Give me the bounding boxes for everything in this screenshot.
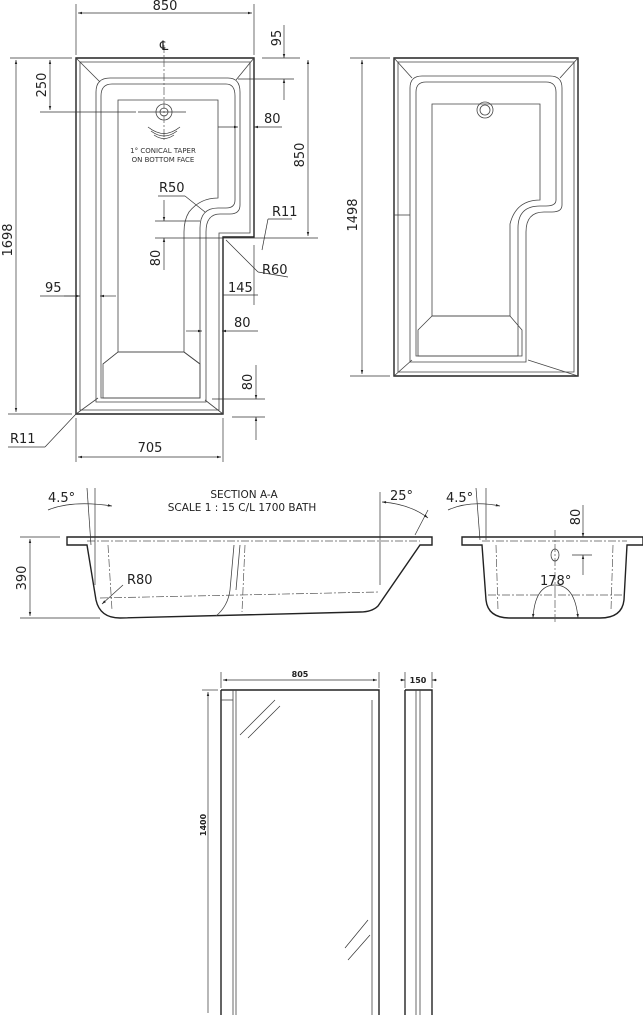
plan-view-underside: 1498 <box>346 57 579 377</box>
centerline-symbol: ℄ <box>159 39 169 54</box>
taper-note-line-1: 1° CONICAL TAPER <box>130 147 196 155</box>
angle-right-25: 25° <box>390 489 413 504</box>
dim-waste-height-80: 80 <box>569 509 584 526</box>
dim-screen-depth: 150 <box>410 676 427 685</box>
radius-r11-step: R11 <box>272 205 298 220</box>
arc-angle-178: 178° <box>540 574 571 589</box>
dim-overall-length: 1698 <box>1 223 16 256</box>
section-a-a: SECTION A-A SCALE 1 : 15 C/L 1700 BATH 4… <box>15 487 433 619</box>
radius-r80: R80 <box>127 573 153 588</box>
dim-rim-left: 95 <box>45 281 62 296</box>
dim-height-390: 390 <box>15 566 30 591</box>
shower-screen: 805 1400 150 <box>199 670 437 1015</box>
section-scale: SCALE 1 : 15 C/L 1700 BATH <box>168 502 317 514</box>
plan-view: 1° CONICAL TAPER ON BOTTOM FACE ℄ 850 95… <box>1 0 318 462</box>
dim-waste-offset: 250 <box>35 73 50 98</box>
radius-r50: R50 <box>159 181 185 196</box>
dim-length-1498: 1498 <box>346 198 361 231</box>
dim-width-top: 850 <box>153 0 178 14</box>
taper-note-line-2: ON BOTTOM FACE <box>132 156 195 164</box>
dim-screen-height: 1400 <box>199 813 208 836</box>
section-title: SECTION A-A <box>210 489 278 501</box>
radius-r60: R60 <box>262 263 288 278</box>
end-view: 178° 4.5° 80 <box>446 487 643 622</box>
dim-step-width: 145 <box>228 281 253 296</box>
end-angle-4-5: 4.5° <box>446 491 473 506</box>
dim-rim-top: 95 <box>270 30 285 47</box>
dim-rim-right: 80 <box>264 112 281 127</box>
radius-r11-corner: R11 <box>10 432 36 447</box>
dim-lower-right-rim: 80 <box>234 316 251 331</box>
angle-left-4-5: 4.5° <box>48 491 75 506</box>
dim-step-80: 80 <box>149 250 164 267</box>
dim-screen-width: 805 <box>292 670 309 679</box>
dim-width-bottom: 705 <box>138 441 163 456</box>
dim-upper-length: 850 <box>293 143 308 168</box>
dim-bottom-rim: 80 <box>241 374 256 391</box>
